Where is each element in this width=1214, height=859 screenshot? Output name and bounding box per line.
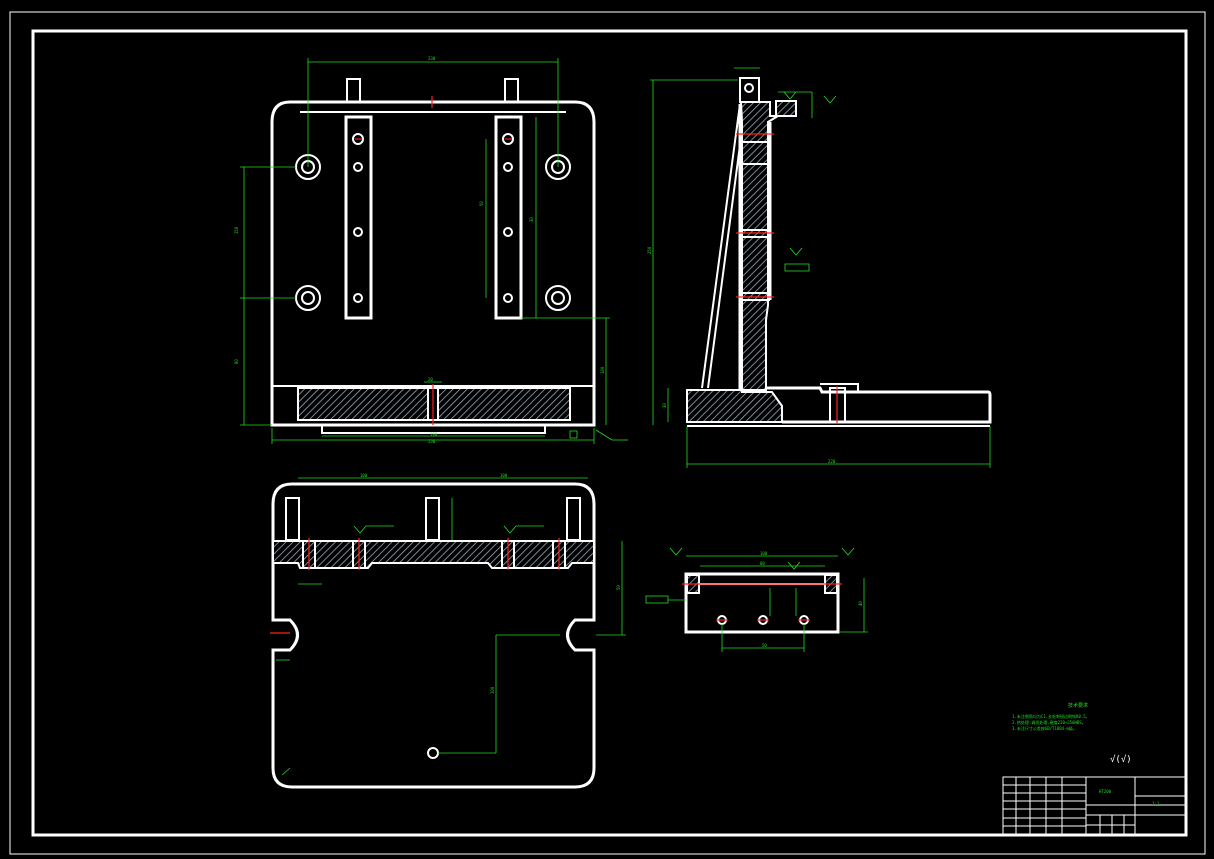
title-block: HT200 1:1 — [1002, 776, 1186, 836]
detail-view-dimensions: 100 80 40 50 — [645, 547, 868, 652]
dim-bottom-depth: 100 — [490, 686, 495, 694]
title-block-scale: 1:1 — [1152, 801, 1160, 806]
title-block-material: HT200 — [1099, 789, 1112, 794]
front-view-dimensions: 230 150 80 50 30 180 230 190 20 — [234, 56, 628, 444]
dim-hole-pitch-b: 30 — [529, 217, 534, 222]
dim-side-base: 220 — [828, 459, 836, 464]
detail-view — [682, 572, 842, 634]
dim-base-width: 230 — [428, 439, 436, 444]
notes-title: 技术要求 — [1068, 702, 1088, 709]
dim-top-width: 230 — [428, 56, 436, 61]
dim-left-height: 150 — [234, 226, 239, 234]
dim-left-height-2: 80 — [234, 359, 239, 364]
dim-center-mark: 20 — [428, 377, 433, 382]
dim-detail-inner: 80 — [760, 561, 765, 566]
front-view — [270, 78, 596, 434]
dim-inner-gap: 180 — [600, 366, 605, 374]
dim-base-inner: 190 — [430, 432, 438, 437]
top-view — [270, 482, 596, 789]
drawing-frame — [31, 29, 1188, 837]
dim-detail-holes: 50 — [762, 643, 767, 648]
notes-line-2: 2.热处理:调质处理,硬度220~250HBS。 — [1012, 719, 1086, 725]
dim-bottom-left: 100 — [360, 473, 368, 478]
top-view-dimensions: 100 100 50 100 — [276, 473, 626, 776]
dim-side-height: 250 — [647, 246, 652, 254]
notes-line-1: 1.未注倒角均为C1,去毛刺锐边倒钝R0.5。 — [1012, 713, 1090, 719]
technical-notes: 技术要求 1.未注倒角均为C1,去毛刺锐边倒钝R0.5。 2.热处理:调质处理,… — [1012, 702, 1090, 731]
dim-bottom-right: 100 — [500, 473, 508, 478]
dim-bottom-height: 50 — [616, 585, 621, 590]
roughness-symbol: √(√) — [1110, 754, 1132, 765]
notes-line-3: 3.未注尺寸公差按GB/T1804-m级。 — [1012, 725, 1077, 731]
outer-sheet-border — [9, 11, 1206, 855]
dim-side-small: 30 — [662, 403, 667, 408]
dim-hole-pitch-a: 50 — [479, 201, 484, 206]
dim-detail-height: 40 — [858, 601, 863, 606]
side-view-dimensions: 250 30 220 — [647, 67, 991, 468]
side-view — [686, 77, 992, 427]
dim-detail-width: 100 — [760, 551, 768, 556]
